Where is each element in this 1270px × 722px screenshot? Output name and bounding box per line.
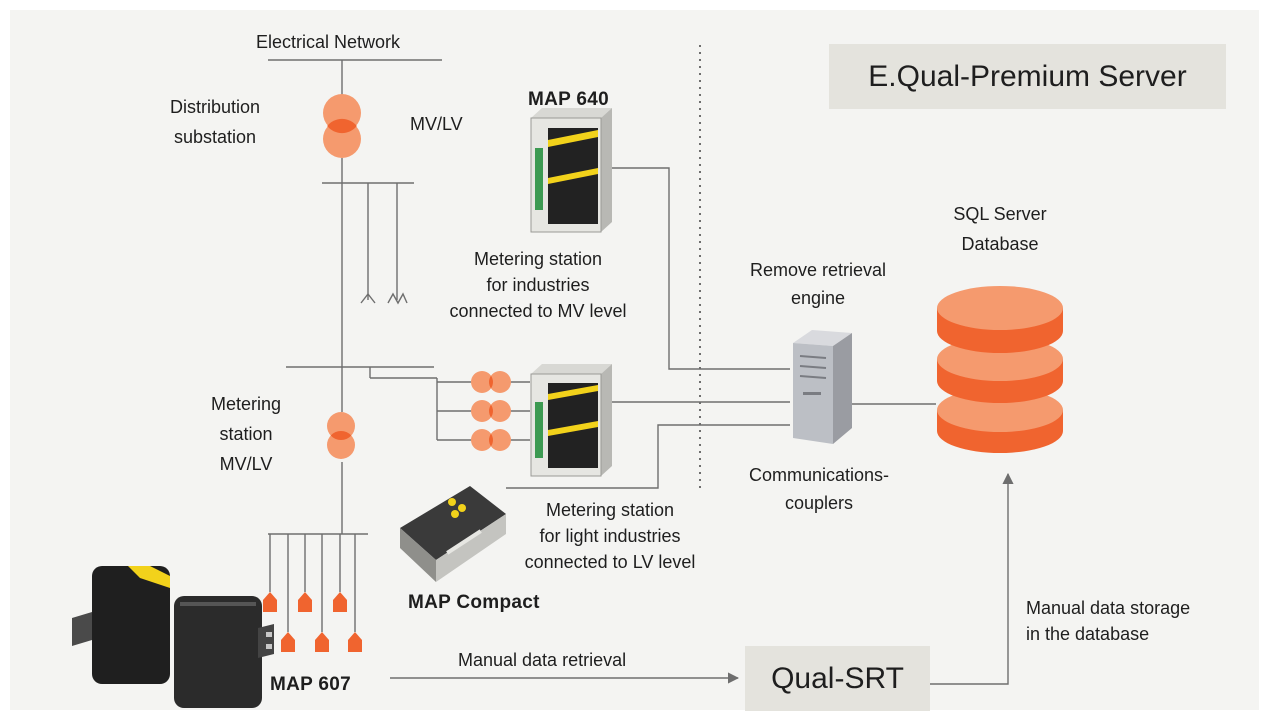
server-title: E.Qual-Premium Server: [868, 59, 1187, 93]
label-manual-storage: Manual data storage in the database: [1026, 598, 1191, 644]
qualsrt-title: Qual-SRT: [771, 661, 904, 695]
load-icon: [263, 592, 277, 612]
load-icon: [333, 592, 347, 612]
label-electrical-network: Electrical Network: [256, 32, 401, 52]
substation-transformer-icon: [323, 94, 361, 158]
qualsrt-box: Qual-SRT: [745, 646, 930, 711]
current-transformer-icon: [471, 400, 511, 422]
lv-load-icons: [263, 592, 362, 652]
label-metering-mv: Metering station for industries connecte…: [449, 249, 627, 321]
current-transformer-icon: [471, 371, 511, 393]
label-sql-database: SQL Server Database: [953, 204, 1047, 254]
label-metering-lv: Metering station for light industries co…: [524, 500, 696, 572]
label-distribution-substation: Distribution substation: [169, 97, 261, 147]
arrow-manual-storage: [930, 472, 1014, 685]
server-title-box: E.Qual-Premium Server: [829, 44, 1226, 109]
map607-device-icon: [72, 566, 274, 708]
label-map-compact: MAP Compact: [408, 592, 540, 613]
label-couplers: Communications- couplers: [748, 465, 890, 513]
label-map607: MAP 607: [270, 674, 351, 695]
map-compact-device-icon: [400, 486, 506, 582]
load-icon: [281, 632, 295, 652]
feeder-symbol: [360, 292, 376, 304]
label-metering-station: Metering station MV/LV: [210, 394, 282, 474]
database-icon: [937, 286, 1063, 453]
mv-meter-device-icon: [530, 364, 612, 477]
load-icon: [298, 592, 312, 612]
link-map-compact: [506, 424, 790, 489]
feeder-symbol: [387, 292, 408, 305]
load-icon: [348, 632, 362, 652]
current-transformer-icon: [471, 429, 511, 451]
label-remote-engine: Remove retrieval engine: [749, 260, 887, 308]
load-icon: [315, 632, 329, 652]
metering-transformer-icon: [327, 412, 355, 459]
label-mv-lv-substation: MV/LV: [410, 114, 463, 134]
network-wiring: [268, 59, 1014, 685]
label-map640: MAP 640: [528, 89, 609, 110]
map640-device-icon: [530, 108, 612, 233]
link-map640: [610, 167, 790, 370]
server-tower-icon: [793, 330, 852, 444]
label-manual-retrieval: Manual data retrieval: [458, 650, 627, 670]
